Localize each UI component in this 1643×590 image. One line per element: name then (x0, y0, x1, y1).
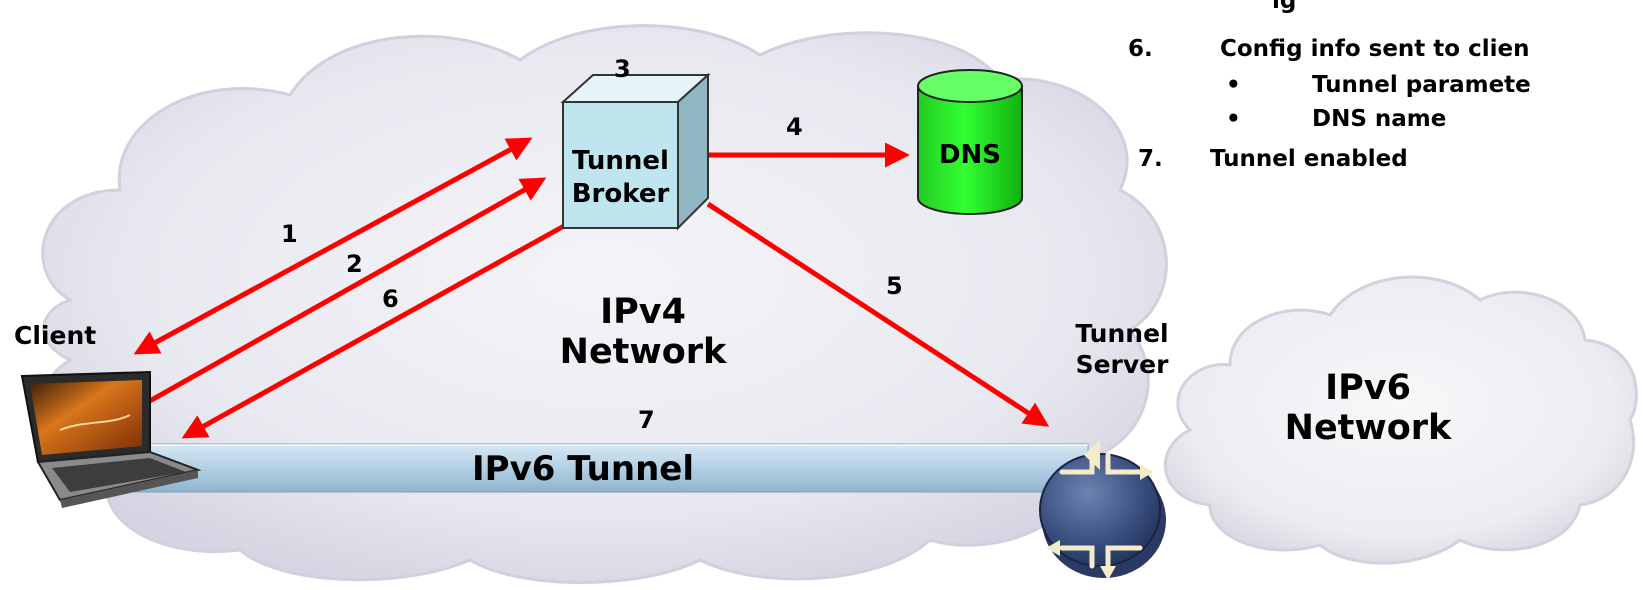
step-5-label: 5 (886, 272, 903, 300)
ipv4-line-2: Network (559, 332, 727, 373)
legend-bullet-2-text: DNS name (1312, 106, 1447, 132)
broker-line-1: Tunnel (572, 146, 669, 176)
arrow-2 (146, 177, 547, 405)
legend-bullet-1: • (1226, 72, 1241, 98)
steps-legend: ig 6. Config info sent to clien • Tunnel… (0, 0, 1643, 200)
ipv4-line-1: IPv4 (600, 292, 686, 332)
step-7-label: 7 (638, 406, 655, 434)
legend-bullet-2: • (1226, 106, 1241, 132)
ipv6-tunnel (117, 443, 1089, 493)
broker-line-2: Broker (571, 178, 670, 209)
legend-step6-text: Config info sent to clien (1220, 36, 1530, 62)
ipv4-network-label: IPv4 Network (553, 292, 733, 373)
step-4-label: 4 (786, 113, 803, 141)
legend-bullet-1-text: Tunnel paramete (1312, 72, 1531, 98)
legend-partial-text: ig (1272, 0, 1297, 14)
server-line-1: Tunnel (1075, 319, 1169, 348)
step-1-label: 1 (281, 220, 298, 248)
tunnel-server-label: Tunnel Server (1063, 318, 1181, 381)
ipv6-line-1: IPv6 (1325, 368, 1411, 408)
legend-step7-number: 7. (1138, 146, 1163, 172)
arrow-1 (133, 137, 533, 355)
legend-step6-number: 6. (1128, 36, 1153, 62)
ipv6-cloud (1163, 275, 1638, 565)
ipv6-tunnel-label: IPv6 Tunnel (472, 449, 695, 489)
router-icon (1039, 440, 1166, 580)
arrow-6 (181, 223, 566, 439)
server-line-2: Server (1075, 350, 1169, 380)
legend-step7-text: Tunnel enabled (1210, 146, 1408, 172)
tunnel-broker-box (560, 72, 711, 231)
laptop-icon (20, 370, 202, 508)
step-6-label: 6 (382, 285, 399, 313)
step-2-label: 2 (346, 250, 363, 278)
dns-cylinder (917, 69, 1023, 215)
ipv6-network-label: IPv6 Network (1278, 368, 1458, 449)
client-label: Client (14, 321, 97, 350)
step-3-label: 3 (614, 55, 631, 83)
dns-label: DNS (938, 140, 1002, 170)
arrow-5 (706, 201, 1050, 427)
arrows (133, 137, 1050, 439)
tunnel-broker-label: Tunnel Broker (563, 145, 678, 210)
ipv6-line-2: Network (1284, 408, 1452, 449)
